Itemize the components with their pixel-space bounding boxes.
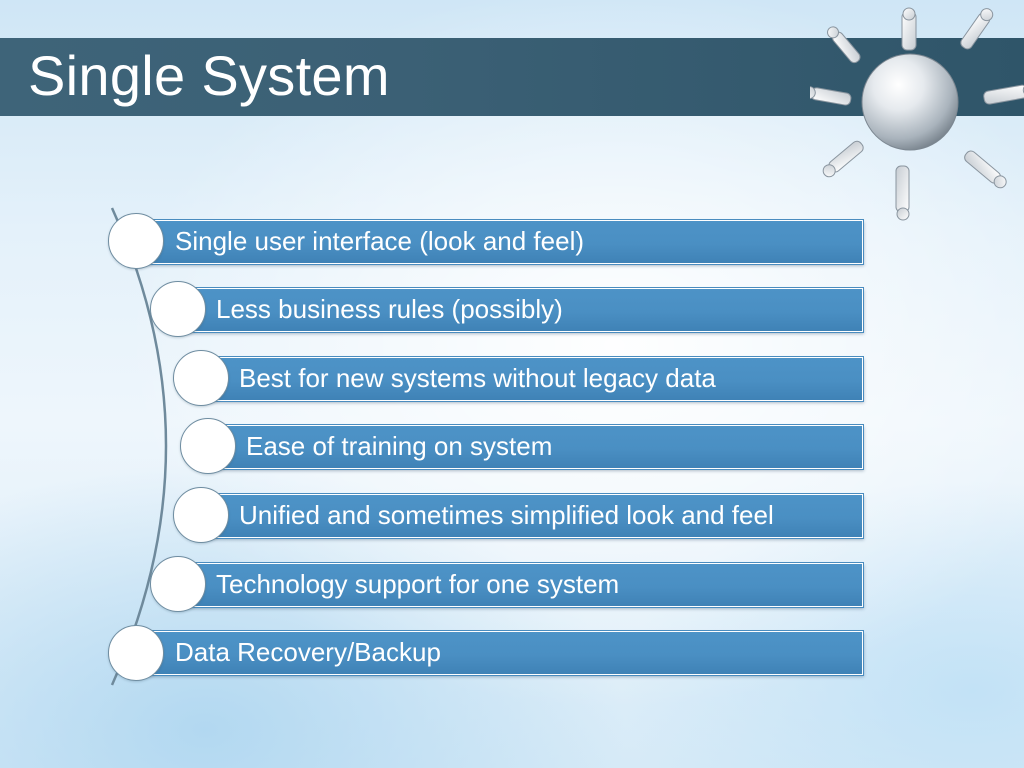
list-item-bullet xyxy=(150,556,206,612)
slide-title: Single System xyxy=(28,44,390,107)
list-item-label: Technology support for one system xyxy=(216,569,620,599)
list-item-bullet xyxy=(108,213,164,269)
list-item-bar xyxy=(201,494,863,538)
list-item-label: Less business rules (possibly) xyxy=(216,294,563,324)
arc-connector xyxy=(110,207,168,686)
list-item-bar xyxy=(208,425,863,469)
list-item-bullet xyxy=(173,350,229,406)
list-item-bar xyxy=(201,357,863,401)
list-item-bullet xyxy=(150,281,206,337)
globe-with-people-icon xyxy=(802,2,1024,224)
list-item-bullet xyxy=(180,418,236,474)
list-item-bullet xyxy=(173,487,229,543)
list-item-bar xyxy=(136,631,863,675)
list-item-label: Ease of training on system xyxy=(246,431,553,461)
list-item-bar xyxy=(178,563,863,607)
list-item-label: Data Recovery/Backup xyxy=(175,637,441,667)
list-item-label: Unified and sometimes simplified look an… xyxy=(239,500,774,530)
list-item-label: Best for new systems without legacy data xyxy=(239,363,716,393)
list-item-bullet xyxy=(108,625,164,681)
list-item-bar xyxy=(178,288,863,332)
list-item-label: Single user interface (look and feel) xyxy=(175,226,585,256)
list-item-bar xyxy=(136,220,863,264)
